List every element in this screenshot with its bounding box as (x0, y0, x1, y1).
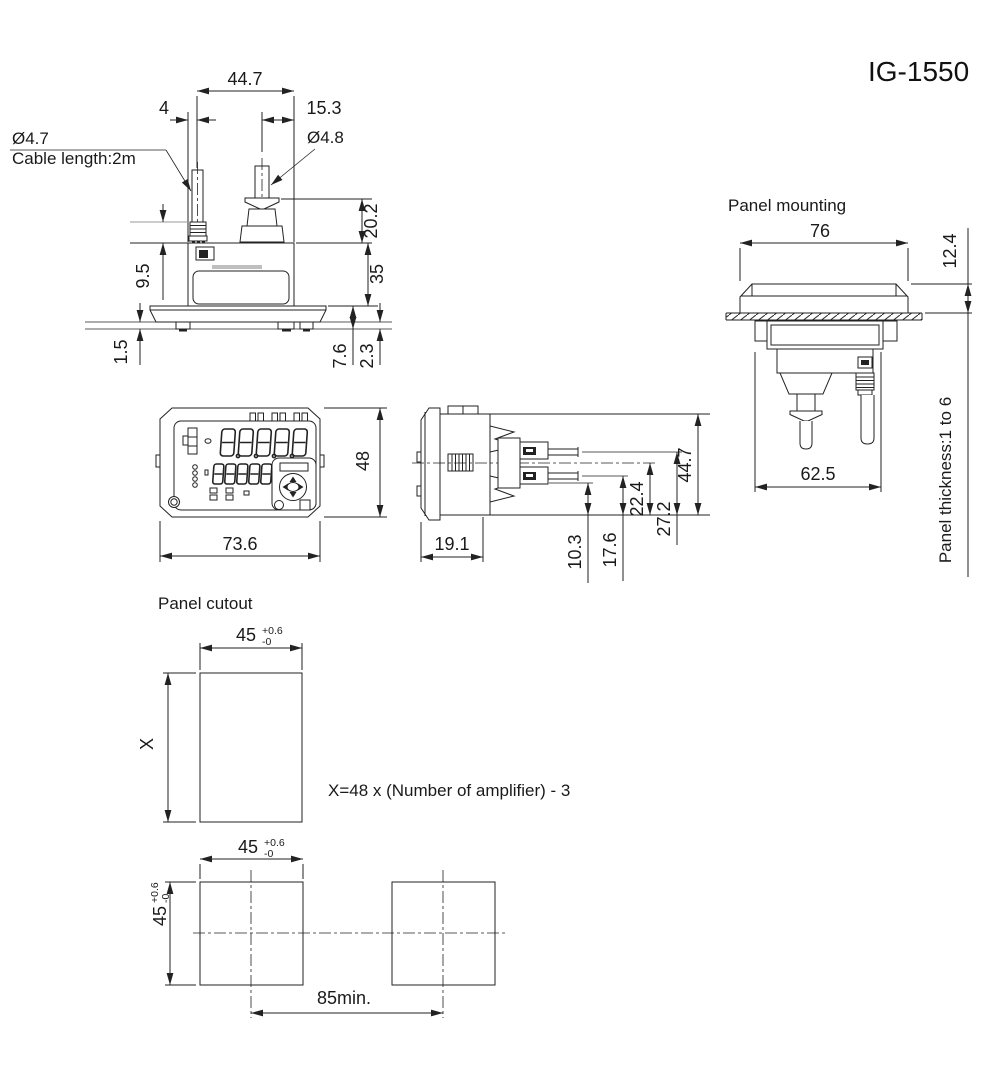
dim-pin1: 10.3 (565, 534, 585, 569)
label-connector-diameter: Ø4.8 (307, 128, 344, 147)
label-panel-mounting: Panel mounting (728, 196, 846, 215)
dim-cutout-x: X (137, 738, 157, 750)
dim-cutout2-tol-plus: +0.6 (264, 837, 285, 849)
dim-side-height: 44.7 (675, 447, 695, 482)
dpad-down-icon (289, 492, 297, 498)
page-title: IG-1550 (868, 56, 969, 87)
front-main-display (219, 428, 309, 459)
front-keypad (271, 457, 317, 511)
panel-mounting-view: Panel mounting 76 (725, 196, 972, 577)
dim-top-width: 44.7 (227, 69, 262, 89)
dim-min-spacing: 85min. (317, 988, 371, 1008)
mode-button (274, 500, 284, 510)
label-panel-thickness: Panel thickness:1 to 6 (936, 397, 955, 563)
dpad-right-icon (298, 483, 304, 491)
dim-cutout2-height-tol-minus: -0 (160, 894, 172, 903)
dim-cutout2-width: 45 (238, 837, 258, 857)
dpad-left-icon (282, 483, 288, 491)
dim-lip: 1.5 (111, 339, 131, 364)
dpad-up-icon (289, 476, 297, 482)
side-view: 19.1 10.3 17.6 22.4 27.2 44.7 (412, 405, 710, 583)
dim-body-height: 35 (367, 264, 387, 284)
dim-front-width: 73.6 (222, 534, 257, 554)
dim-pin4: 27.2 (654, 501, 674, 536)
dim-connector-offset: 15.3 (306, 98, 341, 118)
dim-cutout-tol-minus: -0 (262, 636, 271, 648)
set-button (299, 499, 311, 511)
dim-cutout-tol-plus: +0.6 (262, 625, 283, 637)
dim-mount-width: 76 (810, 221, 830, 241)
dim-pin2: 17.6 (600, 532, 620, 567)
label-cutout-formula: X=48 x (Number of amplifier) - 3 (328, 781, 570, 800)
top-view: 44.7 4 15.3 Ø4.7 Cable length:2m Ø4.8 (10, 69, 392, 369)
label-cable-diameter: Ø4.7 (12, 129, 49, 148)
dim-cable-offset: 4 (159, 98, 169, 118)
label-panel-cutout: Panel cutout (158, 594, 253, 613)
panel-cutout-single: Panel cutout 45 +0.6 -0 X X=48 x (Number… (137, 594, 570, 823)
dim-foot: 2.3 (357, 343, 377, 368)
label-cable-length: Cable length:2m (12, 149, 136, 168)
dim-cutout2-tol-minus: -0 (264, 848, 273, 860)
dim-clamp-width: 62.5 (800, 464, 835, 484)
front-status-indicators (182, 427, 212, 488)
dim-connector-height: 20.2 (361, 203, 381, 238)
dim-bezel-depth: 19.1 (434, 534, 469, 554)
dim-cutout2-height-group: 45 +0.6 -0 (149, 882, 172, 926)
front-view: 73.6 48 (155, 407, 387, 562)
dim-strain-relief: 9.5 (133, 263, 153, 288)
dim-cutout2-height-tol-plus: +0.6 (149, 882, 161, 903)
dim-above-panel: 12.4 (940, 233, 960, 268)
dim-cutout-width: 45 (236, 625, 256, 645)
dim-pin3: 22.4 (627, 481, 647, 516)
dim-front-height: 48 (353, 451, 373, 471)
panel-cutout-double: 45 +0.6 -0 45 +0.6 -0 85min. (149, 837, 505, 1018)
dim-under-flange: 7.6 (330, 343, 350, 368)
front-top-indicators (249, 412, 308, 422)
front-bottom-keys (209, 487, 250, 501)
dim-cutout2-height: 45 (150, 906, 170, 926)
